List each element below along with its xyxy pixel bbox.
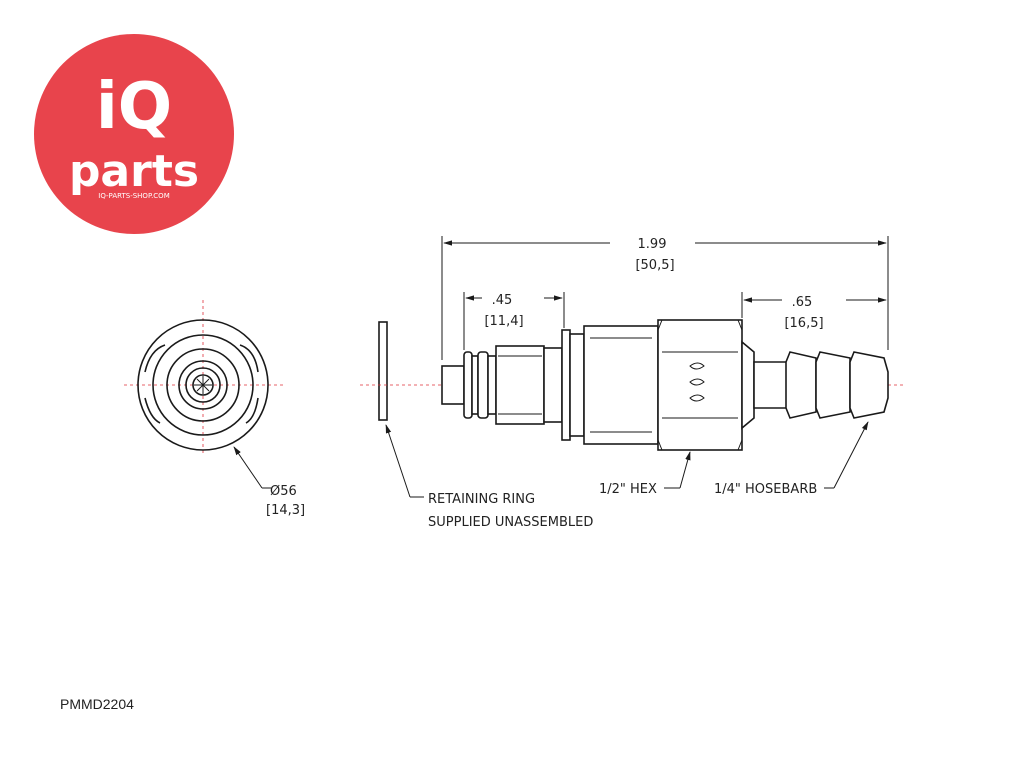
diameter-mm: [14,3] xyxy=(266,503,305,518)
barb-length-inch: .65 xyxy=(792,295,813,310)
retaining-ring: RETAINING RING SUPPLIED UNASSEMBLED xyxy=(378,321,593,530)
dimension-front: .45 [11,4] xyxy=(463,292,565,350)
overall-length-inch: 1.99 xyxy=(638,237,667,252)
diameter-inch: Ø56 xyxy=(270,484,297,499)
front-length-mm: [11,4] xyxy=(484,314,523,329)
logo-url: IQ-PARTS-SHOP.COM xyxy=(98,192,169,200)
iq-parts-logo: iQ parts IQ-PARTS-SHOP.COM xyxy=(34,34,234,234)
overall-length-mm: [50,5] xyxy=(635,258,674,273)
logo-brand-bottom: parts xyxy=(69,146,199,197)
dimension-overall: 1.99 [50,5] xyxy=(441,236,889,360)
side-view: 1/2" HEX 1/4" HOSEBARB xyxy=(360,319,905,497)
retaining-ring-note-line1: RETAINING RING xyxy=(428,492,535,507)
barb-length-mm: [16,5] xyxy=(784,316,823,331)
hosebarb-note: 1/4" HOSEBARB xyxy=(714,482,817,497)
brand-mark-icon xyxy=(689,362,705,402)
retaining-ring-note-line2: SUPPLIED UNASSEMBLED xyxy=(428,515,593,530)
end-view: Ø56 [14,3] xyxy=(124,300,305,518)
valve-cross-icon xyxy=(194,376,212,394)
logo-brand-top: iQ xyxy=(96,70,172,144)
part-number: PMMD2204 xyxy=(60,696,134,712)
front-length-inch: .45 xyxy=(492,293,513,308)
dimension-barb: .65 [16,5] xyxy=(741,292,887,331)
hex-note: 1/2" HEX xyxy=(599,482,657,497)
